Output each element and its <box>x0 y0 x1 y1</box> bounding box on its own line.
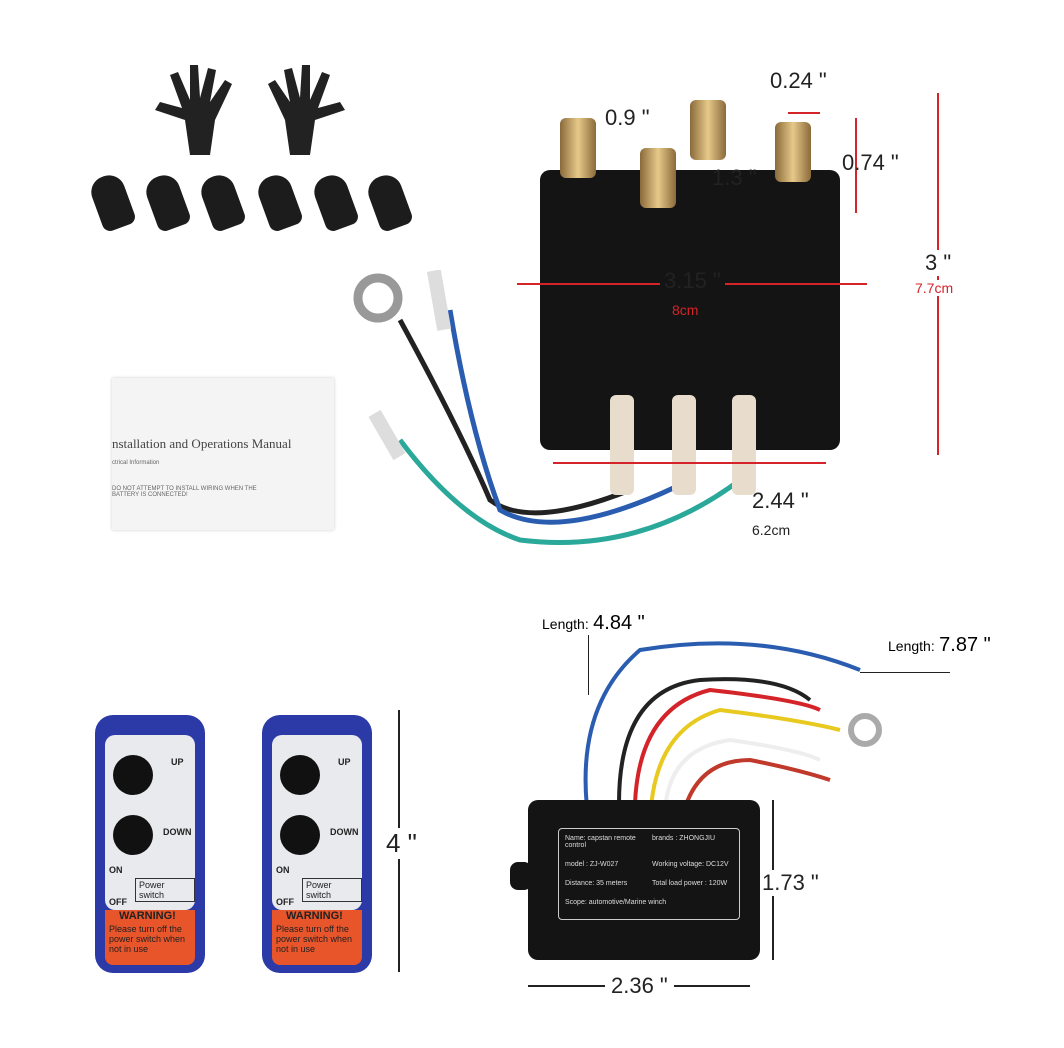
plug <box>732 395 756 495</box>
length-1-value: 4.84 " <box>593 612 645 634</box>
leader-line <box>860 672 950 673</box>
up-button[interactable] <box>280 755 320 795</box>
gloves <box>155 65 345 155</box>
warning-title: WARNING! <box>286 910 343 922</box>
power-switch[interactable]: Power switch <box>302 878 362 902</box>
terminal-cap <box>86 170 138 234</box>
warning-text: Please turn off the power switch when no… <box>109 924 186 954</box>
dim-terminal-width: 0.9 " <box>605 105 650 130</box>
terminal-cap <box>253 170 305 234</box>
label-brand: brands : ZHONGJIU <box>652 835 716 842</box>
down-button[interactable] <box>113 815 153 855</box>
on-label: ON <box>276 865 290 875</box>
terminal-cap <box>141 170 193 234</box>
length-2-value: 7.87 " <box>939 634 991 656</box>
dim-receiver-height: 1.73 " <box>762 870 819 896</box>
dim-receiver-width: 2.36 " <box>605 973 674 999</box>
plug <box>672 395 696 495</box>
label-voltage: Working voltage: DC12V <box>652 861 729 868</box>
manual-title: nstallation and Operations Manual <box>112 436 292 451</box>
dim-plug-width-cm: 6.2cm <box>752 522 791 538</box>
leader-line <box>588 635 589 695</box>
label-power: Total load power : 120W <box>652 880 728 887</box>
manual-warning: DO NOT ATTEMPT TO INSTALL WIRING WHEN TH… <box>112 486 257 498</box>
length-1-label: Length: <box>542 616 589 632</box>
power-switch[interactable]: Power switch <box>135 878 195 902</box>
length-2: Length: 7.87 " <box>888 634 991 657</box>
off-label: OFF <box>109 897 127 907</box>
label-distance: Distance: 35 meters <box>565 880 628 887</box>
receiver-box: Name: capstan remote control brands : ZH… <box>528 800 760 960</box>
off-label: OFF <box>276 897 294 907</box>
warning-text: Please turn off the power switch when no… <box>276 924 353 954</box>
dim-terminal-spacing: 1.3 " <box>712 165 757 190</box>
dim-line <box>855 118 857 213</box>
receiver-wires <box>583 641 882 830</box>
down-label: DOWN <box>163 827 192 837</box>
warning-title: WARNING! <box>119 910 176 922</box>
up-label: UP <box>171 757 184 767</box>
plug <box>610 395 634 495</box>
dim-remote-height: 4 " <box>386 828 417 859</box>
dim-height-in: 3 " <box>925 250 952 276</box>
up-button[interactable] <box>113 755 153 795</box>
terminal <box>690 100 726 160</box>
mount-tab <box>510 862 532 890</box>
label-model: model : ZJ-W027 <box>565 861 619 868</box>
on-label: ON <box>109 865 123 875</box>
dim-plug-width-in: 2.44 " <box>752 488 809 513</box>
manual: nstallation and Operations Manual ctrica… <box>112 378 334 530</box>
dim-terminal-height: 0.74 " <box>842 150 899 175</box>
solenoid-wires <box>353 270 742 545</box>
terminal <box>640 148 676 208</box>
length-1: Length: 4.84 " <box>542 612 645 635</box>
terminal-cap <box>363 170 415 234</box>
dim-line <box>553 462 826 464</box>
remote-control: UP DOWN ON OFF Power switch WARNING! Plea… <box>262 715 372 973</box>
label-name: Name: capstan remote control <box>565 835 636 849</box>
terminal <box>560 118 596 178</box>
dim-terminal-gap: 0.24 " <box>770 68 827 93</box>
terminal <box>775 122 811 182</box>
dim-width-cm: 8cm <box>672 302 699 318</box>
down-label: DOWN <box>330 827 359 837</box>
up-label: UP <box>338 757 351 767</box>
dim-line <box>788 112 820 114</box>
dim-width-in: 3.15 " <box>660 268 725 294</box>
remote-control: UP DOWN ON OFF Power switch WARNING! Plea… <box>95 715 205 973</box>
terminal-cap <box>196 170 248 234</box>
length-2-label: Length: <box>888 638 935 654</box>
label-scope: Scope: automotive/Marine winch <box>565 899 667 906</box>
down-button[interactable] <box>280 815 320 855</box>
dim-height-cm: 7.7cm <box>915 280 954 296</box>
manual-section: ctrical Information <box>112 460 160 466</box>
terminal-cap <box>309 170 361 234</box>
